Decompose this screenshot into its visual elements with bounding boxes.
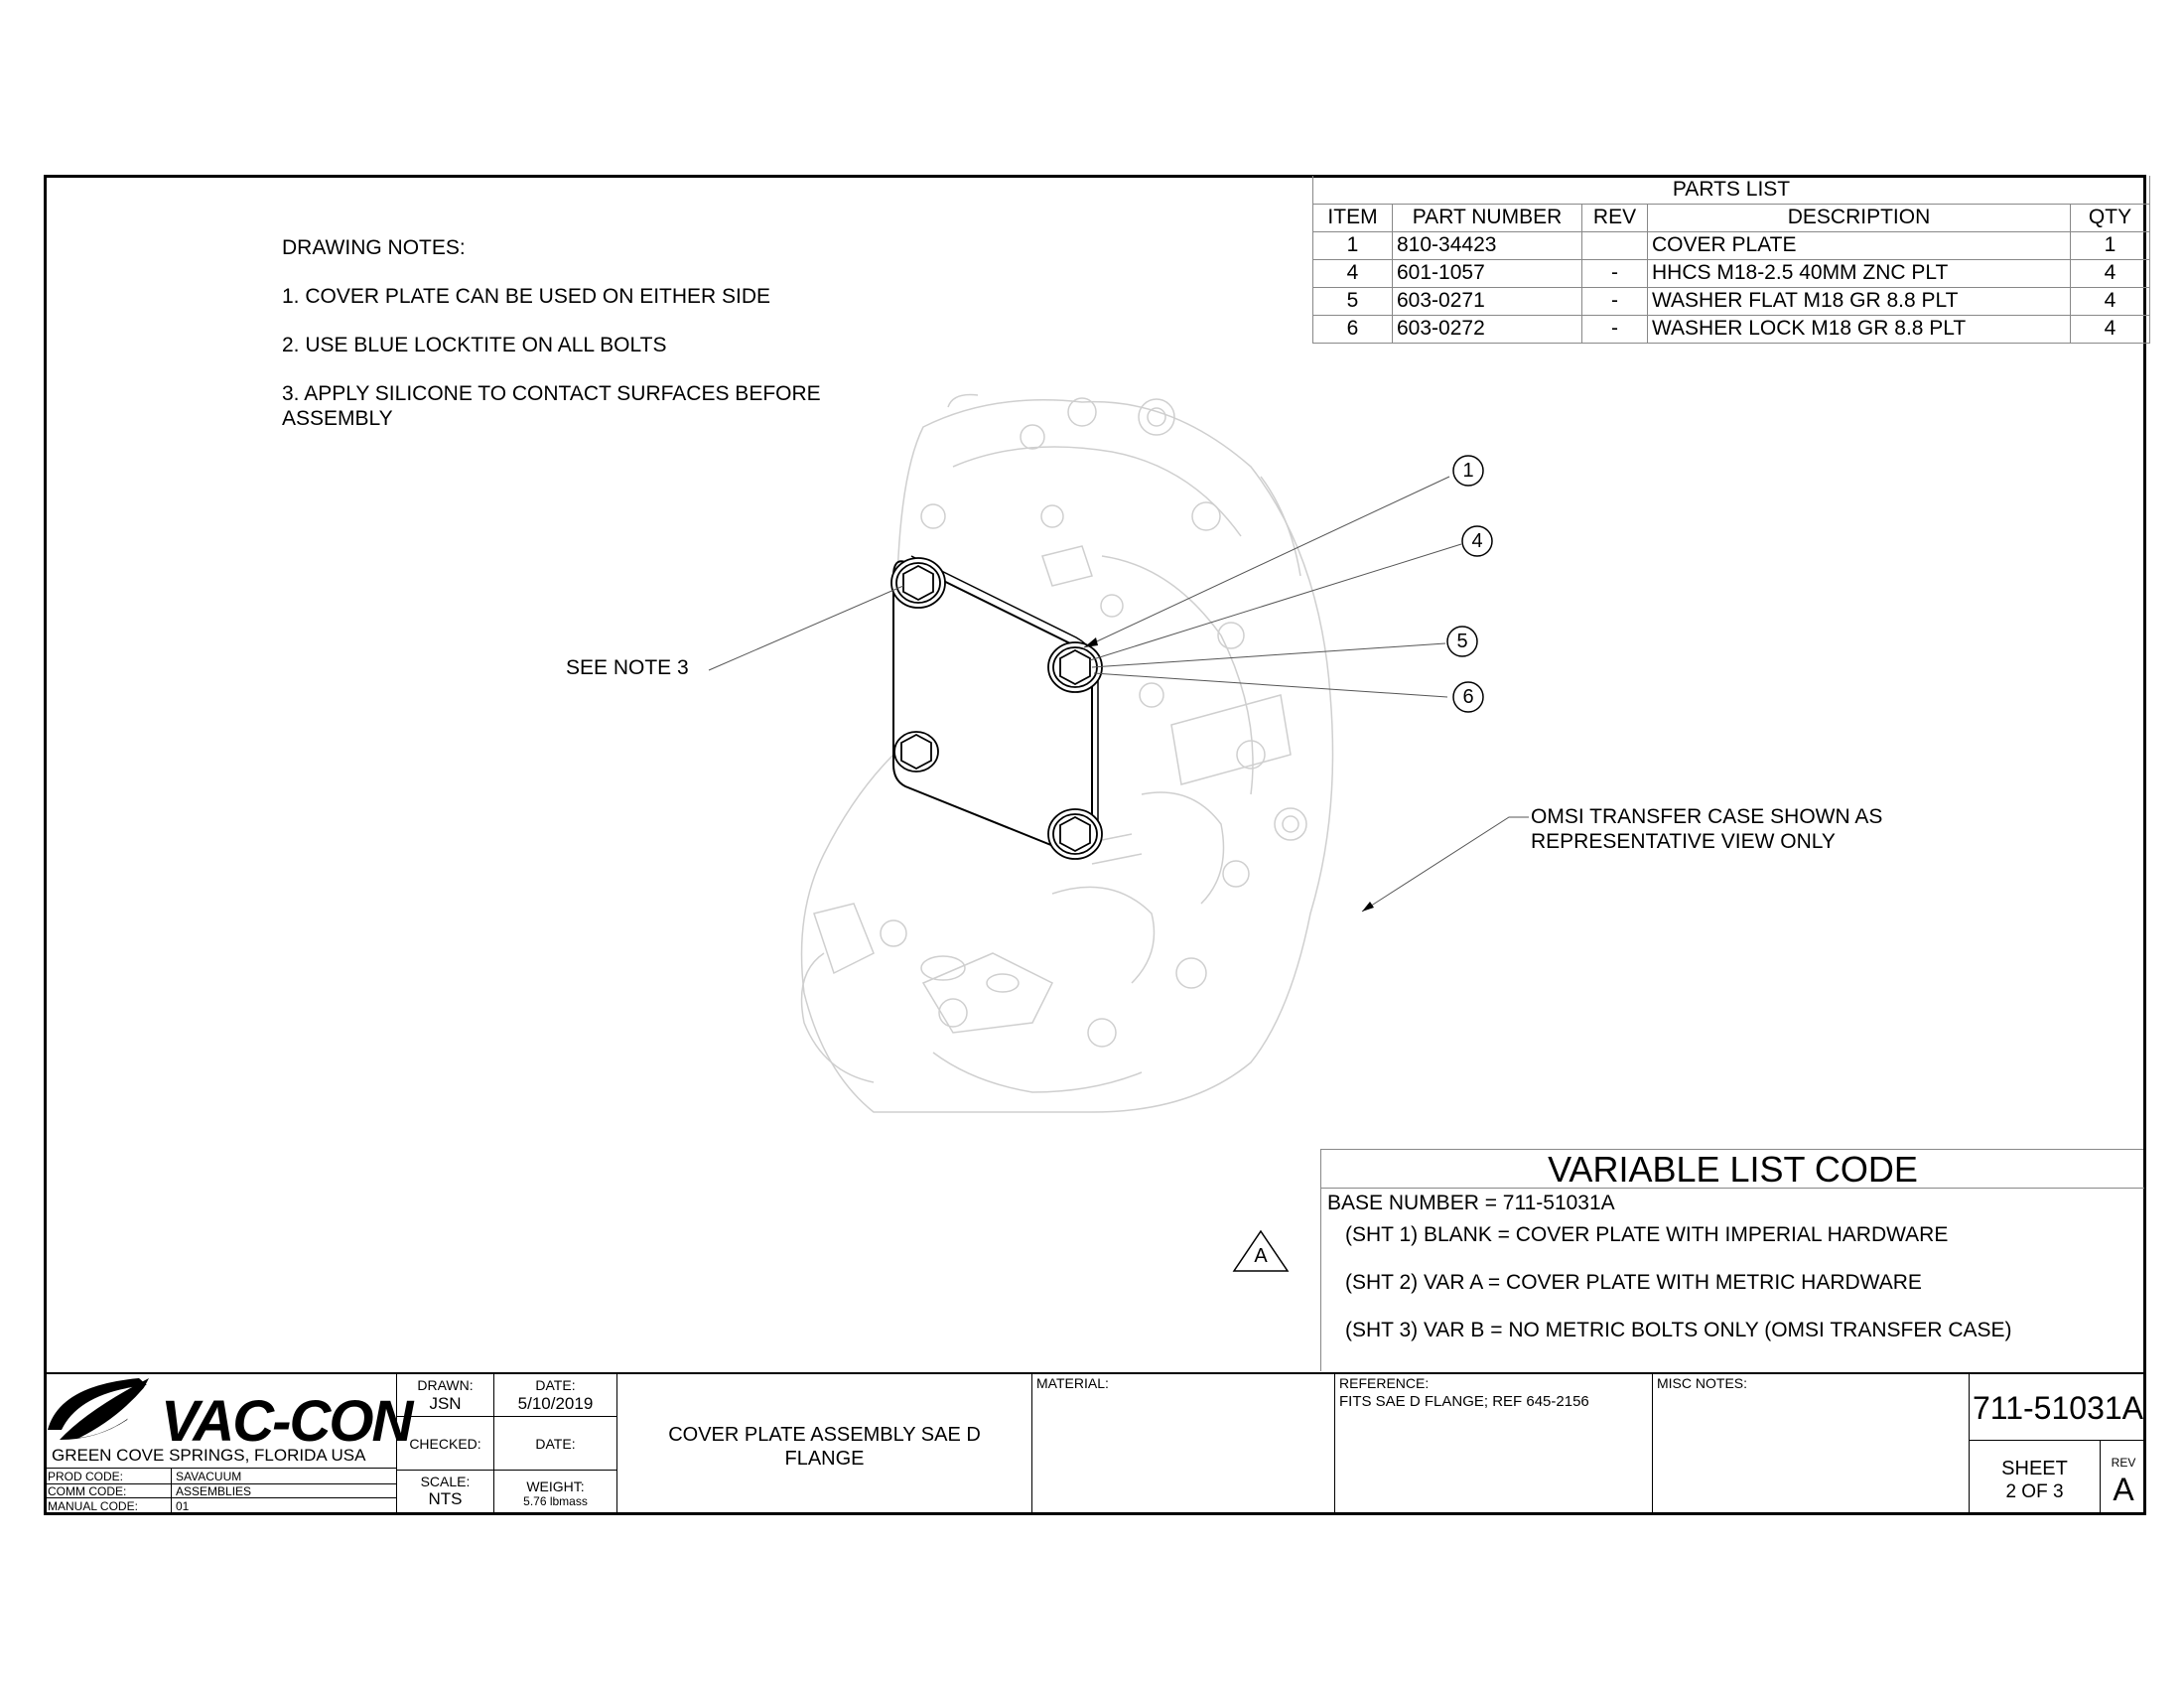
parts-cell-description: HHCS M18-2.5 40MM ZNC PLT [1647, 258, 2071, 288]
arrow-head [1362, 902, 1374, 912]
see-note-callout: SEE NOTE 3 [566, 656, 689, 679]
scale-value: NTS [428, 1489, 463, 1508]
drawing-note-1: 1. COVER PLATE CAN BE USED ON EITHER SID… [282, 285, 771, 308]
parts-cell-qty: 4 [2070, 314, 2150, 344]
weight-label: WEIGHT: [526, 1478, 585, 1494]
comm-code-label: COMM CODE: [48, 1484, 127, 1498]
bolt-group [890, 557, 1103, 860]
bolt-bottom-left [893, 731, 939, 773]
revision-marker: A [1254, 1245, 1268, 1267]
revision-triangle [1232, 1229, 1290, 1272]
drawing-note-3: 3. APPLY SILICONE TO CONTACT SURFACES BE… [282, 382, 821, 430]
checked-label: CHECKED: [409, 1436, 481, 1452]
balloon-1-label: 1 [1462, 460, 1474, 482]
omsi-note-line-2: REPRESENTATIVE VIEW ONLY [1531, 830, 1836, 853]
balloon-6 [1452, 681, 1484, 713]
date-value: 5/10/2019 [517, 1394, 594, 1413]
variable-list-line-1: (SHT 1) BLANK = COVER PLATE WITH IMPERIA… [1345, 1223, 1949, 1246]
parts-cell-part-number: 603-0271 [1392, 286, 1582, 316]
parts-cell-rev: - [1581, 258, 1648, 288]
parts-list-table: PARTS LIST ITEM PART NUMBER REV DESCRIPT… [1312, 176, 2150, 344]
table-row: 1 810-34423 COVER PLATE 1 [1312, 230, 2150, 260]
material-label: MATERIAL: [1036, 1375, 1109, 1391]
weight-value: 5.76 lbmass [523, 1494, 588, 1508]
parts-header-part-number: PART NUMBER [1392, 203, 1582, 232]
company-logo: VAC-CON [161, 1389, 413, 1454]
vac-con-logo-swoosh [48, 1378, 149, 1440]
parts-cell-rev: - [1581, 314, 1648, 344]
variable-list-line-2: (SHT 2) VAR A = COVER PLATE WITH METRIC … [1345, 1271, 1922, 1294]
date-label: DATE: [535, 1377, 576, 1393]
item-balloons [1446, 455, 1493, 713]
omsi-note-line-1: OMSI TRANSFER CASE SHOWN AS [1531, 805, 1883, 828]
manual-code-value: 01 [176, 1499, 190, 1513]
reference-value: FITS SAE D FLANGE; REF 645-2156 [1339, 1393, 1589, 1410]
comm-code-value: ASSEMBLIES [176, 1484, 252, 1498]
parts-cell-qty: 1 [2070, 230, 2150, 260]
drawn-label: DRAWN: [417, 1377, 474, 1393]
table-row: 4 601-1057 - HHCS M18-2.5 40MM ZNC PLT 4 [1312, 258, 2150, 288]
variable-list-base: BASE NUMBER = 711-51031A [1327, 1192, 1615, 1214]
balloon-1 [1452, 455, 1484, 487]
drawing-border [44, 175, 2146, 1515]
parts-cell-qty: 4 [2070, 258, 2150, 288]
rev-value: A [2113, 1472, 2134, 1507]
prod-code-value: SAVACUUM [176, 1470, 242, 1483]
variable-list-box: VARIABLE LIST CODE BASE NUMBER = 711-510… [1320, 1149, 2144, 1371]
reference-label: REFERENCE: [1339, 1375, 1430, 1391]
balloon-4-label: 4 [1471, 530, 1483, 552]
variable-list-line-3: (SHT 3) VAR B = NO METRIC BOLTS ONLY (OM… [1345, 1319, 2012, 1341]
leader-lines [708, 476, 1529, 913]
drawing-title-line-1: COVER PLATE ASSEMBLY SAE D [668, 1424, 981, 1446]
company-location: GREEN COVE SPRINGS, FLORIDA USA [52, 1446, 366, 1465]
bolt-bottom-right [1047, 808, 1103, 860]
table-row: 6 603-0272 - WASHER LOCK M18 GR 8.8 PLT … [1312, 314, 2150, 344]
parts-cell-rev [1581, 230, 1648, 260]
bolt-top-left [890, 557, 946, 609]
drawing-notes-heading: DRAWING NOTES: [282, 236, 466, 259]
parts-cell-part-number: 603-0272 [1392, 314, 1582, 344]
drawn-value: JSN [429, 1394, 462, 1413]
sheet-value: 2 OF 3 [2005, 1481, 2064, 1502]
rev-label: REV [2111, 1456, 2136, 1470]
arrow-head [1084, 637, 1098, 647]
manual-code-label: MANUAL CODE: [48, 1499, 138, 1513]
sheet-label: SHEET [2001, 1458, 2068, 1479]
balloon-6-label: 6 [1462, 686, 1474, 708]
misc-notes-label: MISC NOTES: [1657, 1375, 1748, 1391]
parts-cell-item: 4 [1312, 258, 1393, 288]
parts-header-qty: QTY [2070, 203, 2150, 232]
drawing-number: 711-51031A [1973, 1390, 2143, 1426]
parts-cell-part-number: 601-1057 [1392, 258, 1582, 288]
drawing-title-line-2: FLANGE [784, 1448, 865, 1470]
balloon-4 [1461, 525, 1493, 557]
drawing-note-2: 2. USE BLUE LOCKTITE ON ALL BOLTS [282, 334, 667, 356]
bolt-top-right [1047, 641, 1103, 693]
parts-cell-description: WASHER LOCK M18 GR 8.8 PLT [1647, 314, 2071, 344]
checked-date-label: DATE: [535, 1436, 576, 1452]
parts-header-rev: REV [1581, 203, 1648, 232]
parts-header-description: DESCRIPTION [1647, 203, 2071, 232]
balloon-5 [1446, 626, 1478, 657]
parts-cell-description: WASHER FLAT M18 GR 8.8 PLT [1647, 286, 2071, 316]
prod-code-label: PROD CODE: [48, 1470, 124, 1483]
scale-label: SCALE: [420, 1474, 471, 1489]
parts-header-item: ITEM [1312, 203, 1393, 232]
balloon-5-label: 5 [1456, 631, 1468, 652]
variable-list-title: VARIABLE LIST CODE [1321, 1150, 2144, 1190]
